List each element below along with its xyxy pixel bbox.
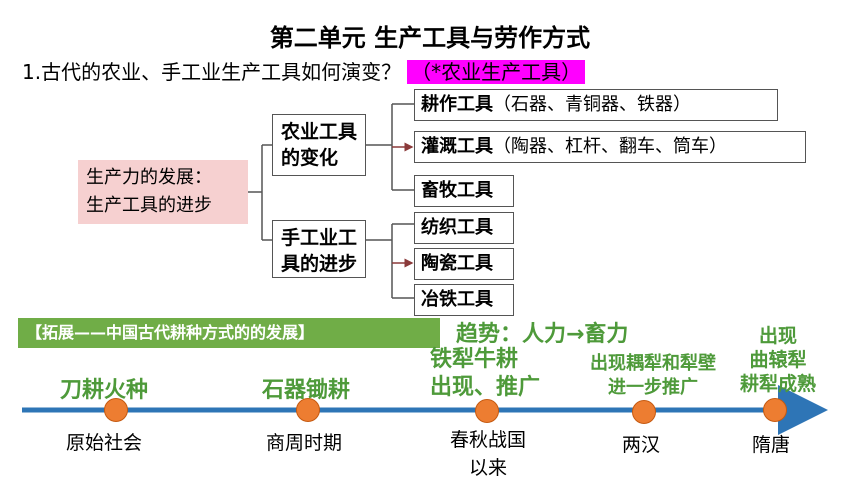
timeline-dot-3 [475,399,499,423]
tree-root-box: 生产力的发展： 生产工具的进步 [78,160,248,224]
craft-tools-box: 手工业工 具的进步 [272,220,366,278]
event-label-3-line2: 出现、推广 [430,375,541,400]
timeline-dot-5 [763,398,787,422]
era-1: 原始社会 [66,432,143,454]
agri-line1: 农业工具 [281,121,358,143]
era-4: 两汉 [622,434,661,456]
era-5: 隋唐 [752,434,791,456]
event-label-5-line1: 出现 [758,325,797,347]
era-3-line2: 以来 [468,457,507,479]
leaf-textile-tools: 纺织工具 [414,212,514,244]
question-text: 1.古代的农业、手工业生产工具如何演变？ [22,60,402,84]
root-line2: 生产工具的进步 [86,195,212,216]
event-label-5-line3: 耕犁成熟 [739,373,816,395]
leaf-name: 灌溉工具 [421,136,493,157]
leaf-name: 冶铁工具 [421,289,493,310]
timeline-dot-4 [632,400,656,424]
event-label-5-line2: 曲辕犁 [749,349,807,371]
leaf-name: 耕作工具 [421,94,493,115]
leaf-name: 纺织工具 [421,217,493,238]
leaf-detail: （陶器、杠杆、翻车、筒车） [493,136,727,157]
question-line: 1.古代的农业、手工业生产工具如何演变？（*农业生产工具） [22,56,586,85]
event-label-3-line1: 铁犁牛耕 [430,347,519,372]
page-title: 第二单元 生产工具与劳作方式 [269,24,591,52]
era-3-line1: 春秋战国 [449,429,526,451]
leaf-name: 陶瓷工具 [421,253,493,274]
era-3: 春秋战国 以来 [440,426,536,482]
timeline-dot-1 [104,398,128,422]
era-2: 商周时期 [266,432,343,454]
agri-line2: 的变化 [281,147,339,169]
leaf-farming-tools: 耕作工具（石器、青铜器、铁器） [414,89,778,121]
leaf-ceramic-tools: 陶瓷工具 [414,248,514,280]
leaf-iron-tools: 冶铁工具 [414,284,514,316]
event-label-5: 出现 曲辕犁 耕犁成熟 [728,324,828,396]
trend-text: 趋势：人力→畜力 [456,322,629,347]
leaf-detail: （石器、青铜器、铁器） [493,94,691,115]
extension-banner: 【拓展——中国古代耕种方式的的发展】 [18,318,440,348]
event-label-1: 刀耕火种 [60,378,149,403]
event-label-4-line2: 进一步推广 [608,377,698,398]
root-line1: 生产力的发展： [86,167,212,188]
leaf-name: 畜牧工具 [421,180,493,201]
leaf-irrigation-tools: 灌溉工具（陶器、杠杆、翻车、筒车） [414,131,806,163]
event-label-4: 出现耦犁和犁壁 进一步推广 [578,352,728,400]
event-label-3: 铁犁牛耕 出现、推广 [430,346,540,402]
event-label-4-line1: 出现耦犁和犁壁 [590,353,716,374]
agri-tools-box: 农业工具 的变化 [272,114,366,176]
leaf-livestock-tools: 畜牧工具 [414,175,514,207]
craft-line1: 手工业工 [281,227,358,249]
question-highlight: （*农业生产工具） [407,60,586,84]
craft-line2: 具的进步 [281,253,358,275]
timeline-dot-2 [296,398,320,422]
